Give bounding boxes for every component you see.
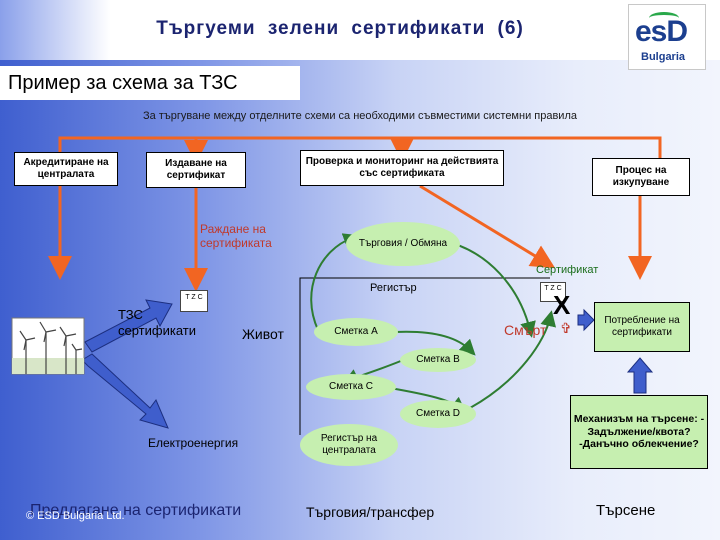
footer-supply: Предлагане на сертификати bbox=[30, 502, 242, 519]
logo-main-text: esD bbox=[635, 15, 688, 48]
label-electricity: Електроенергия bbox=[148, 436, 239, 450]
certificate-icon-1: T Z C bbox=[180, 290, 208, 312]
ellipse-account-c: Сметка С bbox=[306, 374, 396, 400]
box-accreditation: Акредитиране на централата bbox=[14, 152, 118, 186]
cancel-x-mark: X bbox=[553, 290, 571, 320]
footer-copyright: © ESD Bulgaria Ltd. bbox=[26, 510, 125, 522]
label-death: Смърт bbox=[504, 322, 547, 338]
subtitle: Пример за схема за ТЗС bbox=[0, 66, 300, 100]
registry-frame bbox=[299, 277, 550, 435]
compatibility-note: За търгуване между отделните схеми са не… bbox=[143, 110, 577, 122]
box-issuance: Издаване на сертификат bbox=[146, 152, 246, 188]
dagger-icon: ✞ bbox=[560, 320, 572, 336]
ellipse-trade: Търговия / Обмяна bbox=[346, 222, 460, 266]
header-fade bbox=[0, 0, 110, 60]
label-certificate: Сертификат bbox=[536, 264, 599, 276]
ellipse-account-a: Сметка А bbox=[314, 318, 398, 346]
ellipse-central-registry: Регистър на централата bbox=[300, 424, 398, 466]
blue-arrow-to-consumption bbox=[577, 308, 595, 332]
blue-arrow-to-electricity bbox=[81, 353, 169, 429]
flow-up-to-trade bbox=[310, 233, 360, 331]
orange-frame-line bbox=[58, 136, 662, 160]
label-tgc-certificates: ТЗС сертификати bbox=[118, 307, 196, 339]
box-consumption: Потребление на сертификати bbox=[594, 302, 690, 352]
flow-a-to-b bbox=[394, 330, 476, 356]
blue-arrow-to-certificates bbox=[84, 299, 173, 353]
footer-demand: Търсене bbox=[596, 502, 656, 519]
wind-farm-image bbox=[11, 317, 85, 375]
ellipse-account-b: Сметка В bbox=[400, 348, 476, 372]
slide-title: Търгуеми зелени сертификати (6) bbox=[156, 18, 524, 39]
certificate-icon-2: T Z C bbox=[540, 282, 566, 302]
box-demand-mechanism: Механизъм на търсене: - Задължение/квота… bbox=[570, 395, 708, 469]
flow-d-to-x bbox=[469, 310, 557, 409]
esd-logo: esD Bulgaria bbox=[628, 4, 706, 70]
blue-arrow-up-from-demand bbox=[626, 357, 654, 394]
label-registry: Регистър bbox=[370, 282, 417, 294]
label-birth: Раждане на сертификата bbox=[200, 222, 272, 251]
arrow-to-certificate bbox=[419, 184, 556, 269]
header-bar bbox=[0, 0, 720, 60]
logo-swoosh bbox=[649, 12, 679, 24]
logo-sub-text: Bulgaria bbox=[641, 51, 686, 63]
ellipse-account-d: Сметка D bbox=[400, 400, 476, 428]
box-redemption: Процес на изкупуване bbox=[592, 158, 690, 196]
label-life: Живот bbox=[242, 326, 284, 342]
box-verification: Проверка и мониторинг на действията със … bbox=[300, 150, 504, 186]
footer-trade-transfer: Търговия/трансфер bbox=[306, 504, 435, 520]
